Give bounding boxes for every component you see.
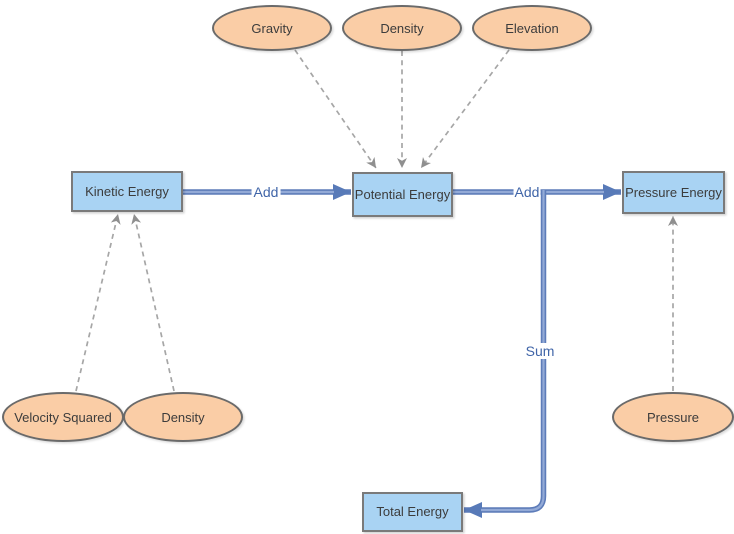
edge-label-sum[interactable]: Sum: [523, 343, 557, 359]
process-node-total-energy[interactable]: Total Energy: [362, 492, 463, 532]
input-node-label: Velocity Squared: [14, 409, 112, 425]
connector-elevation-to-potential[interactable]: [420, 49, 510, 169]
arrow-sum-to-total-highlight: [481, 190, 545, 512]
input-node-density-top[interactable]: Density: [342, 5, 462, 51]
input-node-elevation[interactable]: Elevation: [472, 5, 592, 51]
input-node-label: Elevation: [505, 20, 559, 36]
connector-density-bottom-to-kinetic[interactable]: [131, 213, 175, 392]
input-node-label: Pressure: [646, 409, 700, 425]
edge-label-add-2[interactable]: Add: [513, 184, 541, 200]
input-node-density-bottom[interactable]: Density: [123, 392, 243, 442]
input-node-label: Density: [380, 20, 424, 36]
process-node-potential-energy[interactable]: Potential Energy: [352, 172, 453, 217]
input-node-pressure[interactable]: Pressure: [612, 392, 734, 442]
input-node-gravity[interactable]: Gravity: [212, 5, 332, 51]
process-node-kinetic-energy[interactable]: Kinetic Energy: [71, 171, 183, 212]
process-node-label: Potential Energy: [354, 186, 451, 202]
input-node-label: Density: [161, 409, 205, 425]
process-node-label: Total Energy: [376, 504, 449, 520]
input-node-label: Gravity: [251, 20, 293, 36]
connector-gravity-to-potential[interactable]: [294, 49, 377, 169]
process-node-label: Kinetic Energy: [85, 183, 169, 199]
input-node-velocity-squared[interactable]: Velocity Squared: [2, 392, 124, 442]
connector-velocity-squared-to-kinetic[interactable]: [75, 213, 121, 392]
edge-label-add-1[interactable]: Add: [251, 184, 281, 200]
process-node-pressure-energy[interactable]: Pressure Energy: [622, 171, 725, 214]
process-node-label: Pressure Energy: [625, 184, 722, 200]
